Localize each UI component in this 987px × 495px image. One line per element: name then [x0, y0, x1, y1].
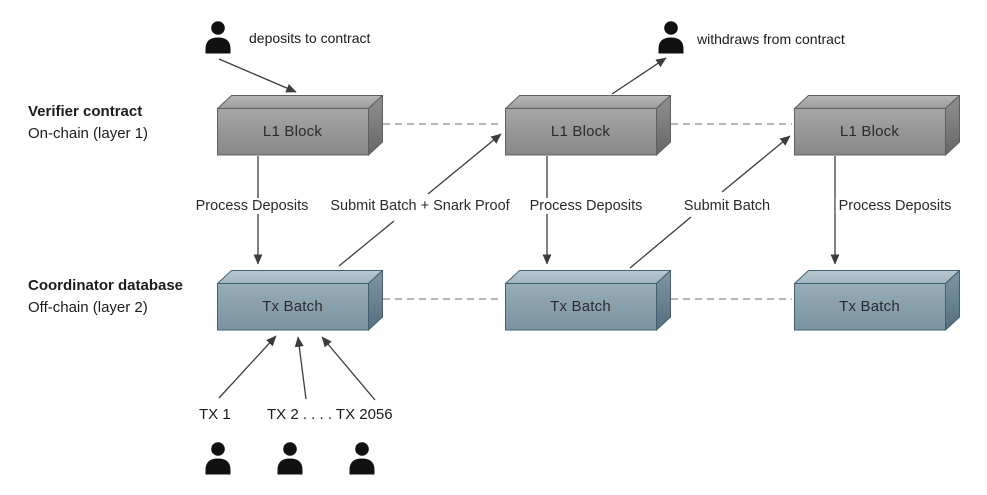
arrow-submit-batch-upper	[721, 135, 791, 193]
user-2-person-icon	[277, 442, 303, 475]
tx-1-label: TX 1	[199, 406, 231, 423]
l1-block-3-label: L1 Block	[839, 122, 900, 140]
tx-batch-1-label: Tx Batch	[262, 297, 323, 315]
withdrawer-label: withdraws from contract	[697, 31, 845, 47]
tx-rest-label: TX 2 . . . . TX 2056	[267, 406, 393, 423]
layer2-subtitle: Off-chain (layer 2)	[28, 299, 148, 316]
arrow-submit-batch-snark-lower	[338, 220, 395, 267]
user-3-person-icon	[349, 442, 375, 475]
l1-block-1-box	[217, 95, 383, 156]
tx-batch-2-box	[505, 270, 671, 331]
arrow-submit-batch-snark-upper	[427, 133, 502, 195]
l1-block-3-box	[794, 95, 960, 156]
l1-block-1-label: L1 Block	[262, 122, 323, 140]
user-1-person-icon	[205, 442, 231, 475]
tx-batch-1-box	[217, 270, 383, 331]
arrow-deposit-to-l1-1	[218, 58, 297, 93]
depositor-label: deposits to contract	[249, 30, 371, 46]
tx-batch-3-label: Tx Batch	[839, 297, 900, 315]
arrow-tx2056-to-batch	[321, 336, 376, 401]
edge-label-process-deposits-3: Process Deposits	[835, 198, 955, 214]
tx-batch-3-box	[794, 270, 960, 331]
edge-label-process-deposits-2: Process Deposits	[526, 198, 646, 214]
l1-block-2-box	[505, 95, 671, 156]
arrow-tx2-to-batch	[294, 336, 307, 400]
layer1-subtitle: On-chain (layer 1)	[28, 125, 149, 142]
layer1-title: Verifier contract	[28, 103, 143, 120]
edge-label-submit-batch: Submit Batch	[680, 198, 774, 214]
edge-label-submit-batch-snark: Submit Batch + Snark Proof	[327, 198, 513, 214]
layer2-title: Coordinator database	[28, 277, 184, 294]
depositor-person-icon	[205, 21, 231, 54]
tx-batch-2-label: Tx Batch	[550, 297, 611, 315]
arrow-submit-batch-lower	[629, 216, 692, 269]
l1-block-2-label: L1 Block	[550, 122, 611, 140]
edge-label-process-deposits-1: Process Deposits	[192, 198, 312, 214]
arrow-tx1-to-batch	[218, 335, 277, 399]
withdrawer-person-icon	[658, 21, 684, 54]
arrow-l1-2-to-withdrawer	[611, 57, 667, 95]
